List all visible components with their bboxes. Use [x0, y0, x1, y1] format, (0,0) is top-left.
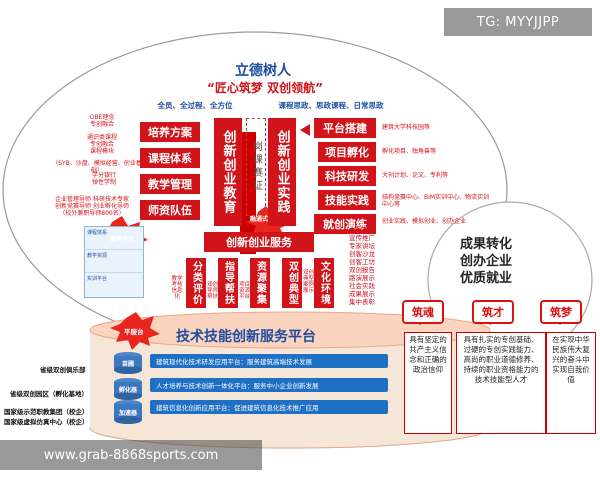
platform-badge: 平服台 [124, 328, 144, 336]
left-box-faculty: 师资队伍 [140, 200, 200, 220]
service-col-guidance: 指导帮扶 [218, 258, 238, 308]
base-label-4: 国家级虚拟仿真中心（校企） [4, 418, 89, 426]
outcome-3: 优质就业 [459, 271, 512, 286]
outcome-2: 创办企业 [459, 254, 512, 269]
left-note-4: 学分银行 弹性学制 [91, 172, 116, 186]
blue-panel-1: 课程体系 [85, 227, 143, 250]
cyl-label-nursery: 苗圃 [121, 361, 134, 368]
service-subnote-3: 项目资源平台 [239, 282, 251, 300]
service-col-resources: 资源聚集 [250, 258, 270, 308]
left-note-3: （SYB、沙盘、模拟经营、创业基础） [52, 160, 142, 174]
text-dream: 在实现中华民族伟大复兴的奋斗中实现自我价值 [546, 332, 596, 434]
watermark-top: TG: MYYJJPP [476, 14, 560, 30]
platform-title: 技术技能创新服务平台 [176, 329, 316, 345]
starburst-bottom [110, 312, 160, 350]
base-cylinder-top [89, 311, 491, 349]
base-label-2: 省级双创园区（孵化基地） [10, 390, 88, 398]
service-subnote-1: 教学考核信息化 [171, 276, 183, 300]
arrow-red-1 [300, 124, 310, 136]
watermark-bottom: www.grab-8868sports.com [43, 447, 219, 463]
base-label-1: 省级双创俱乐部 [40, 366, 86, 374]
base-label-3: 国家级示范职教集团（校企） [4, 408, 89, 416]
right-box-incubation: 项目孵化 [318, 142, 376, 162]
platform-bar-2: 人才培养与技术创新一体化平台：服务中小企业创新发展 [150, 378, 388, 392]
left-note-5: 企业管理导师 科研技术专家 创新竞赛导师 创业孵化导师 （校外兼职导师800名） [55, 196, 129, 217]
right-note-5: 创业实践、模拟创业、创办企业 [382, 218, 467, 225]
right-box-skill-practice: 技能实践 [318, 190, 376, 210]
center-service-bar: 创新创业服务 [204, 232, 314, 252]
right-box-employment-drill: 就创演练 [314, 214, 376, 234]
left-box-training-plan: 培养方案 [140, 122, 200, 142]
center-small-label: 融通式 [250, 216, 269, 223]
center-dashed-box: 岗课赛证 [246, 118, 266, 216]
tagline-left: 全员、全过程、全方位 [157, 101, 233, 110]
right-box-research: 科技研发 [318, 166, 376, 186]
text-soul: 具有坚定的共产主义信念和正确的政治信仰 [404, 332, 452, 434]
right-note-4: 结构竞赛中心、BIM实训中心、物流实训中心等 [382, 194, 490, 208]
blue-panel-3: 实训平台 [87, 276, 108, 282]
page-subtitle: “匠心筑梦 双创领航” [207, 81, 323, 95]
outcome-1: 成果转化 [459, 237, 512, 252]
center-right-vertical: 创新创业实践 [268, 118, 296, 226]
right-note-3: 大创计划、论文、专利等 [382, 172, 449, 179]
platform-bar-3: 建筑信息化创新应用平台：促进建筑信息化技术推广应用 [150, 400, 388, 414]
cyl-label-incubator: 孵化器 [118, 387, 137, 394]
blue-panel-2: 教学资源 [85, 250, 143, 273]
tag-talent: 筑才 [472, 300, 514, 324]
watermark-top-banner: TG: MYYJJPP [444, 8, 592, 36]
left-note-1: OBE理念 专创融合 [89, 114, 115, 128]
right-note-1: 建筑大学科技园等 [382, 124, 431, 131]
outcome-block: 成果转化 创办企业 优质就业 [446, 236, 526, 287]
right-note-2: 孵化项目、独角兽等 [382, 148, 437, 155]
watermark-bottom-banner: www.grab-8868sports.com [0, 440, 262, 470]
service-col-models: 双创典型 [282, 258, 302, 308]
service-subnote-4: 双创典型案例展示 [303, 270, 315, 294]
center-left-vertical: 创新创业教育 [214, 118, 242, 226]
left-box-curriculum: 课程体系 [140, 148, 200, 168]
center-dashed-text: 岗课赛证 [250, 141, 262, 193]
blue-panel-stack: 课程体系 教学资源 实训平台 [84, 226, 144, 298]
service-col-evaluation: 分类评价 [186, 258, 206, 308]
tag-dream: 筑梦 [540, 300, 582, 324]
culture-notes: 文化建设 宣传推广 专家讲坛 创客沙龙 创客工坊 双创报告 路演展示 社会实践 … [349, 226, 375, 306]
left-note-2: 通识类课程 专创融合 课程模块 [86, 134, 117, 155]
tagline-right: 课程思政、思政课程、日常思政 [278, 101, 384, 110]
service-col-culture: 文化环境 [314, 258, 334, 308]
text-talent: 具有扎实的专创基础、过硬的专创实践能力、高尚的职业道德修养、持续的职业资格能力的… [456, 332, 546, 434]
right-box-platform: 平台搭建 [314, 118, 376, 138]
tag-soul: 筑魂 [402, 300, 444, 324]
page-title: 立德树人 [235, 63, 291, 79]
left-box-teaching-mgmt: 教学管理 [140, 174, 200, 194]
service-badge-left: 服务平台 [110, 236, 135, 243]
platform-bar-1: 建筑现代化技术研发应用平台：服务建筑高端技术发展 [150, 354, 388, 368]
cyl-label-accelerator: 加速器 [118, 410, 137, 417]
service-subnote-2: 双创导师帮扶 [207, 282, 219, 300]
